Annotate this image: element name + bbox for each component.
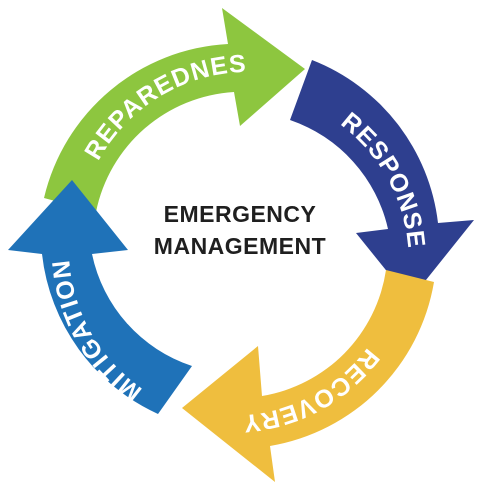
center-title-line1: EMERGENCY: [164, 201, 317, 227]
recovery-segment: RECOVERY: [182, 270, 434, 482]
center-title-line2: MANAGEMENT: [154, 233, 326, 259]
recovery-arrow: [182, 270, 434, 482]
response-segment: RESPONSE: [290, 60, 474, 300]
preparedness-segment: PREPAREDNESS: [0, 0, 305, 212]
response-arrow: [290, 60, 474, 300]
mitigation-arrow: [8, 180, 192, 414]
preparedness-arrow: [44, 8, 305, 212]
